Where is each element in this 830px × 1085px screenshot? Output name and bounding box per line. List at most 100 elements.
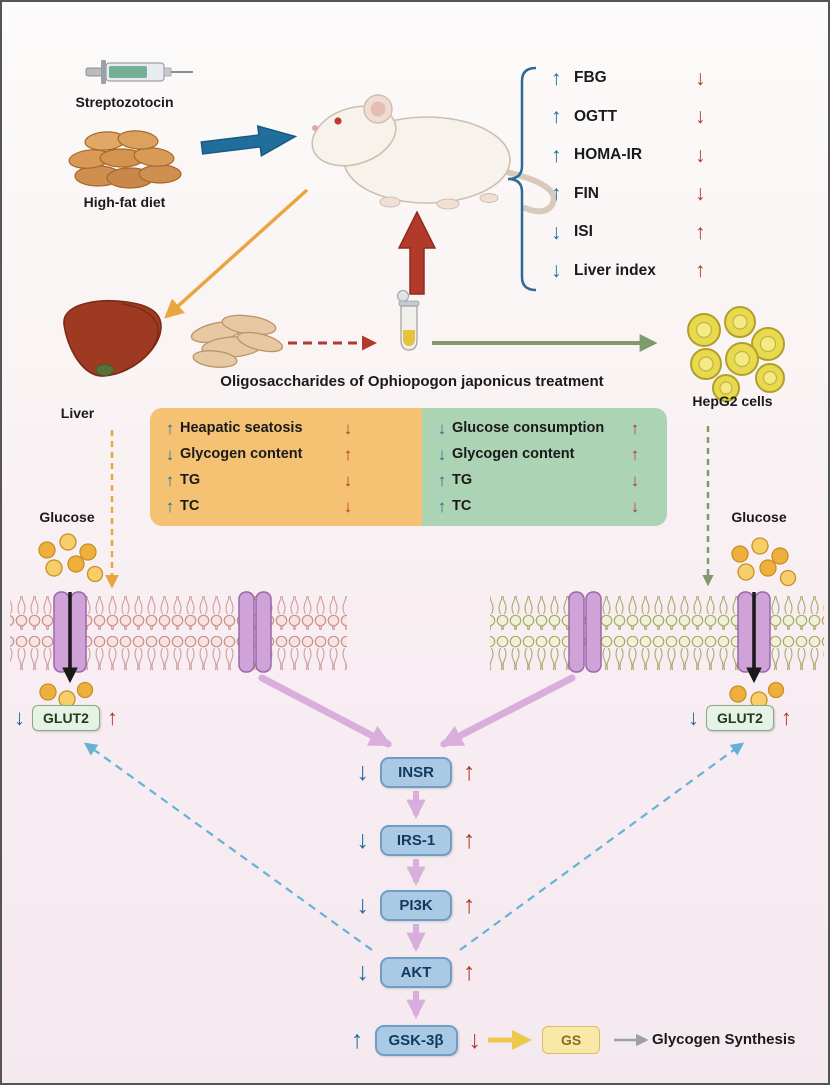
cascade-node-pi3k: ↓ PI3K ↑ <box>340 888 492 922</box>
panel-row: ↑ Heapatic seatosis ↓ <box>162 415 356 441</box>
treated-arrow: ↑ <box>695 259 706 283</box>
lipid-membrane-right <box>490 596 824 670</box>
marker-brace <box>507 66 537 292</box>
marker-label: OGTT <box>574 107 618 125</box>
treated-arrow: ↓ <box>630 496 640 516</box>
node-box: AKT <box>380 956 452 988</box>
panel-row: ↑ TC ↓ <box>162 493 356 519</box>
hepg2-label: HepG2 cells <box>692 393 773 409</box>
effect-label: TG <box>180 472 201 488</box>
model-arrow: ↓ <box>356 890 370 919</box>
liver-icon <box>63 300 162 377</box>
model-arrow: ↑ <box>351 1025 364 1054</box>
high-fat-diet-label: High-fat diet <box>83 194 166 210</box>
treated-arrow: ↑ <box>463 825 476 854</box>
node-box: IRS-1 <box>380 824 452 856</box>
model-arrow: ↑ <box>437 470 447 490</box>
ophiopogon-roots-icon <box>190 314 284 368</box>
panel-row: ↑TG↓ <box>162 467 356 493</box>
model-arrow: ↑ <box>165 418 175 438</box>
glut2-transporter-right-b <box>737 591 771 673</box>
glut2-transporter-left-a <box>53 591 87 673</box>
node-box: PI3K <box>380 889 452 921</box>
gs-box: GS <box>542 1026 601 1054</box>
cascade-node-irs1: ↓ IRS-1 ↑ <box>340 823 492 857</box>
glut2-group-left: ↓ GLUT2 ↑ <box>14 703 118 733</box>
model-arrow: ↓ <box>14 705 25 730</box>
induction-arrow <box>200 125 298 158</box>
effect-label: TG <box>452 472 473 488</box>
marker-label: Liver index <box>574 261 656 279</box>
glycogen-synthesis-label: Glycogen Synthesis <box>652 1031 796 1048</box>
treatment-up-arrow <box>397 210 437 295</box>
treated-arrow: ↑ <box>106 705 118 730</box>
treated-arrow: ↓ <box>695 105 706 129</box>
panel-row: ↓Glucose consumption↑ <box>434 415 643 441</box>
glucose-label-left: Glucose <box>39 509 95 525</box>
effect-label: Glycogen content <box>452 446 575 462</box>
marker-row: ↓ ISI ↑ <box>551 213 715 252</box>
sample-tube-icon <box>397 290 420 351</box>
model-arrow: ↓ <box>356 825 370 854</box>
glucose-molecules-right-inside <box>729 681 785 709</box>
model-arrow: ↓ <box>551 220 562 244</box>
liver-label: Liver <box>60 405 95 421</box>
syringe-icon <box>85 60 193 84</box>
model-arrow: ↑ <box>165 470 175 490</box>
treated-arrow: ↓ <box>343 496 353 516</box>
treated-arrow: ↓ <box>343 418 353 438</box>
high-fat-diet-icon <box>68 130 182 189</box>
mouse-to-liver-arrow <box>164 188 309 319</box>
treated-arrow: ↓ <box>695 182 706 206</box>
effect-label: TC <box>180 498 200 514</box>
node-box: INSR <box>380 756 452 788</box>
treated-arrow: ↑ <box>463 757 476 786</box>
glucose-label-right: Glucose <box>731 509 787 525</box>
model-arrow: ↓ <box>356 757 370 786</box>
glut2-group-right: ↓ GLUT2 ↑ <box>688 703 792 733</box>
glut2-transporter-right-a <box>568 591 602 673</box>
serum-marker-list: ↑ FBG ↓ ↑ OGTT ↓ ↑ HOMA-IR ↓ ↑FIN↓ ↓ ISI ↑ ↓ Live… <box>551 59 715 290</box>
treated-arrow: ↑ <box>630 418 640 438</box>
marker-label: ISI <box>574 223 593 241</box>
streptozotocin-label: Streptozotocin <box>75 94 174 110</box>
panel-row: ↑TC↓ <box>434 493 643 519</box>
model-arrow: ↓ <box>356 957 370 986</box>
effect-label: Heapatic seatosis <box>180 420 303 436</box>
marker-label: HOMA-IR <box>574 146 643 164</box>
model-arrow: ↑ <box>165 496 175 516</box>
treated-arrow: ↓ <box>468 1025 482 1054</box>
cascade-node-akt: ↓ AKT ↑ <box>340 955 492 989</box>
hepg2-cells-icon <box>687 306 785 402</box>
treatment-caption: Oligosaccharides of Ophiopogon japonicus… <box>220 373 604 390</box>
cascade-node-insr: ↓ INSR ↑ <box>340 755 492 789</box>
panel-row: ↑ TG ↓ <box>434 467 643 493</box>
model-arrow: ↓ <box>437 444 447 464</box>
model-arrow: ↓ <box>551 259 562 283</box>
cascade-node-gsk3b: ↑ GSK-3β ↓ <box>340 1023 492 1057</box>
mouse-icon <box>311 94 557 215</box>
marker-label: FBG <box>574 69 607 87</box>
feedback-dashed-left <box>83 742 373 951</box>
model-arrow: ↑ <box>437 496 447 516</box>
model-arrow: ↑ <box>551 182 562 206</box>
treated-arrow: ↓ <box>630 470 640 490</box>
feedback-dashed-right <box>459 742 745 951</box>
treated-arrow: ↑ <box>695 220 706 244</box>
panel-row: ↓ Glycogen content ↑ <box>162 441 356 467</box>
panel-row: ↓ Glycogen content ↑ <box>434 441 643 467</box>
hepg2-effects-panel: ↓Glucose consumption↑ ↓ Glycogen content ↑… <box>422 408 667 526</box>
treated-arrow: ↓ <box>695 143 706 167</box>
liver-effects-panel: ↑ Heapatic seatosis ↓ ↓ Glycogen content ↑ ↑… <box>150 408 422 526</box>
treated-arrow: ↑ <box>630 444 640 464</box>
treated-arrow: ↓ <box>695 66 706 90</box>
model-arrow: ↓ <box>165 444 175 464</box>
glut2-box: GLUT2 <box>706 705 774 731</box>
treated-arrow: ↑ <box>343 444 353 464</box>
model-arrow: ↓ <box>688 705 699 730</box>
effect-label: Glycogen content <box>180 446 303 462</box>
marker-row: ↑FIN↓ <box>551 175 715 214</box>
model-arrow: ↑ <box>551 66 562 90</box>
